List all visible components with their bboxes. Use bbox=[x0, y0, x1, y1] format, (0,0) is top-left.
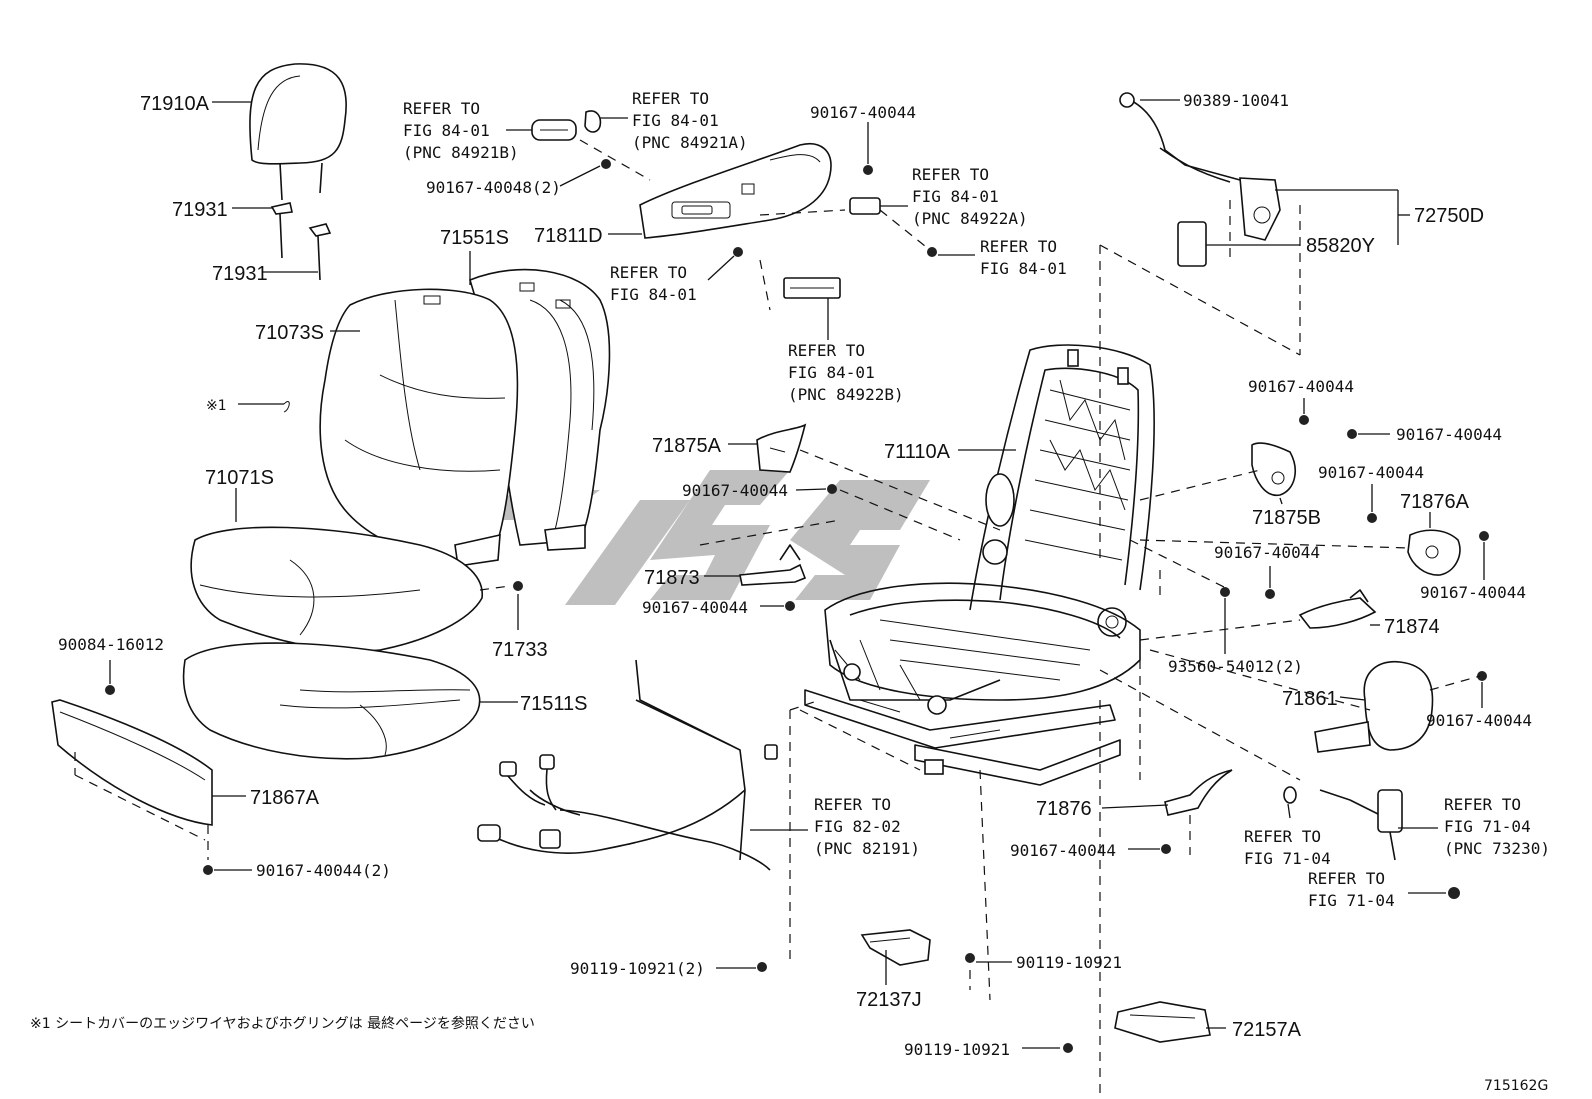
label-90167-40044: 90167-40044 bbox=[1318, 463, 1424, 482]
bracket-71876A bbox=[1407, 529, 1461, 576]
label-90167-40044: 90167-40044 bbox=[1396, 425, 1502, 444]
label-71867A: 71867A bbox=[250, 787, 320, 809]
lever-71876 bbox=[1164, 769, 1233, 816]
label-90119-10921: 90119-10921 bbox=[904, 1040, 1010, 1059]
recliner-cover-drawing bbox=[531, 110, 881, 299]
label-71110A: 71110A bbox=[884, 441, 951, 463]
leader-lines bbox=[109, 99, 1485, 1049]
label-71876: 71876 bbox=[1036, 798, 1092, 820]
refer-note: REFER TO FIG 84-01 (PNC 84922B) bbox=[788, 341, 904, 404]
label-90167-40048: 90167-40048(2) bbox=[426, 178, 561, 197]
dashed-guides bbox=[479, 139, 1481, 1099]
cable-72750D bbox=[1129, 99, 1281, 267]
label-71811D: 71811D bbox=[534, 225, 603, 247]
side-shield-drawing bbox=[51, 699, 213, 860]
refer-notes: REFER TO FIG 84-01 (PNC 84921B) REFER TO… bbox=[403, 89, 1550, 910]
refer-note: REFER TO FIG 71-04 bbox=[1308, 869, 1395, 910]
cover-72137J bbox=[860, 929, 931, 966]
refer-note: REFER TO FIG 84-01 (PNC 84921A) bbox=[632, 89, 748, 152]
label-90167-40044: 90167-40044 bbox=[810, 103, 916, 122]
label-71876A: 71876A bbox=[1400, 491, 1470, 513]
seatbelt-buckle bbox=[1283, 786, 1403, 861]
label-90167-40044: 90167-40044 bbox=[1214, 543, 1320, 562]
label-90167-40044: 90167-40044 bbox=[682, 481, 788, 500]
label-71910A: 71910A bbox=[140, 93, 210, 115]
label-90167-40044: 90167-40044 bbox=[642, 598, 748, 617]
label-90167-40044: 90167-40044 bbox=[1420, 583, 1526, 602]
label-71875A: 71875A bbox=[652, 435, 722, 457]
label-93560-54012: 93560-54012(2) bbox=[1168, 657, 1303, 676]
seat-cushion-drawing bbox=[182, 526, 483, 760]
label-71551S: 71551S bbox=[440, 227, 509, 249]
label-90167-40044: 90167-40044 bbox=[1426, 711, 1532, 730]
label-90389-10041: 90389-10041 bbox=[1183, 91, 1289, 110]
bracket-71875B bbox=[1251, 442, 1296, 496]
label-71073S: 71073S bbox=[255, 322, 324, 344]
label-71873: 71873 bbox=[644, 567, 700, 589]
label-90167-40044: 90167-40044 bbox=[1248, 377, 1354, 396]
bracket-71873 bbox=[739, 544, 807, 586]
bracket-71875A bbox=[756, 423, 807, 473]
footnote: ※1 シートカバーのエッジワイヤおよびホグリングは 最終ページを参照ください bbox=[30, 1015, 535, 1032]
refer-note: REFER TO FIG 82-02 (PNC 82191) bbox=[814, 795, 920, 858]
label-90167-40044: 90167-40044(2) bbox=[256, 861, 391, 880]
label-72157A: 72157A bbox=[1232, 1019, 1302, 1041]
label-71071S: 71071S bbox=[205, 467, 274, 489]
bracket-71874 bbox=[1298, 589, 1377, 629]
label-72750D: 72750D bbox=[1414, 205, 1484, 227]
label-71875B: 71875B bbox=[1252, 507, 1321, 529]
label-72137J: 72137J bbox=[856, 989, 922, 1011]
label-90167-40044: 90167-40044 bbox=[1010, 841, 1116, 860]
label-85820Y: 85820Y bbox=[1306, 235, 1375, 257]
wire-harness-drawing bbox=[477, 659, 778, 871]
seatback-cover-drawing bbox=[319, 268, 611, 567]
refer-note: REFER TO FIG 71-04 (PNC 73230) bbox=[1444, 795, 1550, 858]
cover-72157A bbox=[1114, 1001, 1211, 1043]
refer-note: REFER TO FIG 84-01 (PNC 84921B) bbox=[403, 99, 519, 162]
fastener-labels: 90389-10041 90167-40044 90167-40048(2) 9… bbox=[58, 91, 1532, 1059]
label-71874: 71874 bbox=[1384, 616, 1440, 638]
bolts bbox=[105, 92, 1489, 1053]
label-71861: 71861 bbox=[1282, 688, 1338, 710]
label-71931: 71931 bbox=[172, 199, 228, 221]
label-71931: 71931 bbox=[212, 263, 268, 285]
label-71511S: 71511S bbox=[520, 693, 587, 715]
note-marker: ※1 bbox=[206, 398, 227, 414]
headrest-drawing bbox=[249, 63, 347, 281]
cover-71861 bbox=[1314, 660, 1434, 753]
figure-code: 715162G bbox=[1484, 1078, 1548, 1094]
refer-note: REFER TO FIG 84-01 bbox=[610, 263, 697, 304]
refer-note: REFER TO FIG 84-01 bbox=[980, 237, 1067, 278]
label-71733: 71733 bbox=[492, 639, 548, 661]
edge-wire-hook bbox=[283, 401, 290, 413]
refer-note: REFER TO FIG 71-04 bbox=[1244, 827, 1331, 868]
part-labels: 71910A 71931 71931 71073S 71551S 71811D … bbox=[140, 93, 1484, 1041]
refer-note: REFER TO FIG 84-01 (PNC 84922A) bbox=[912, 165, 1028, 228]
label-90119-10921: 90119-10921 bbox=[1016, 953, 1122, 972]
label-90084-16012: 90084-16012 bbox=[58, 635, 164, 654]
label-90119-10921: 90119-10921(2) bbox=[570, 959, 705, 978]
